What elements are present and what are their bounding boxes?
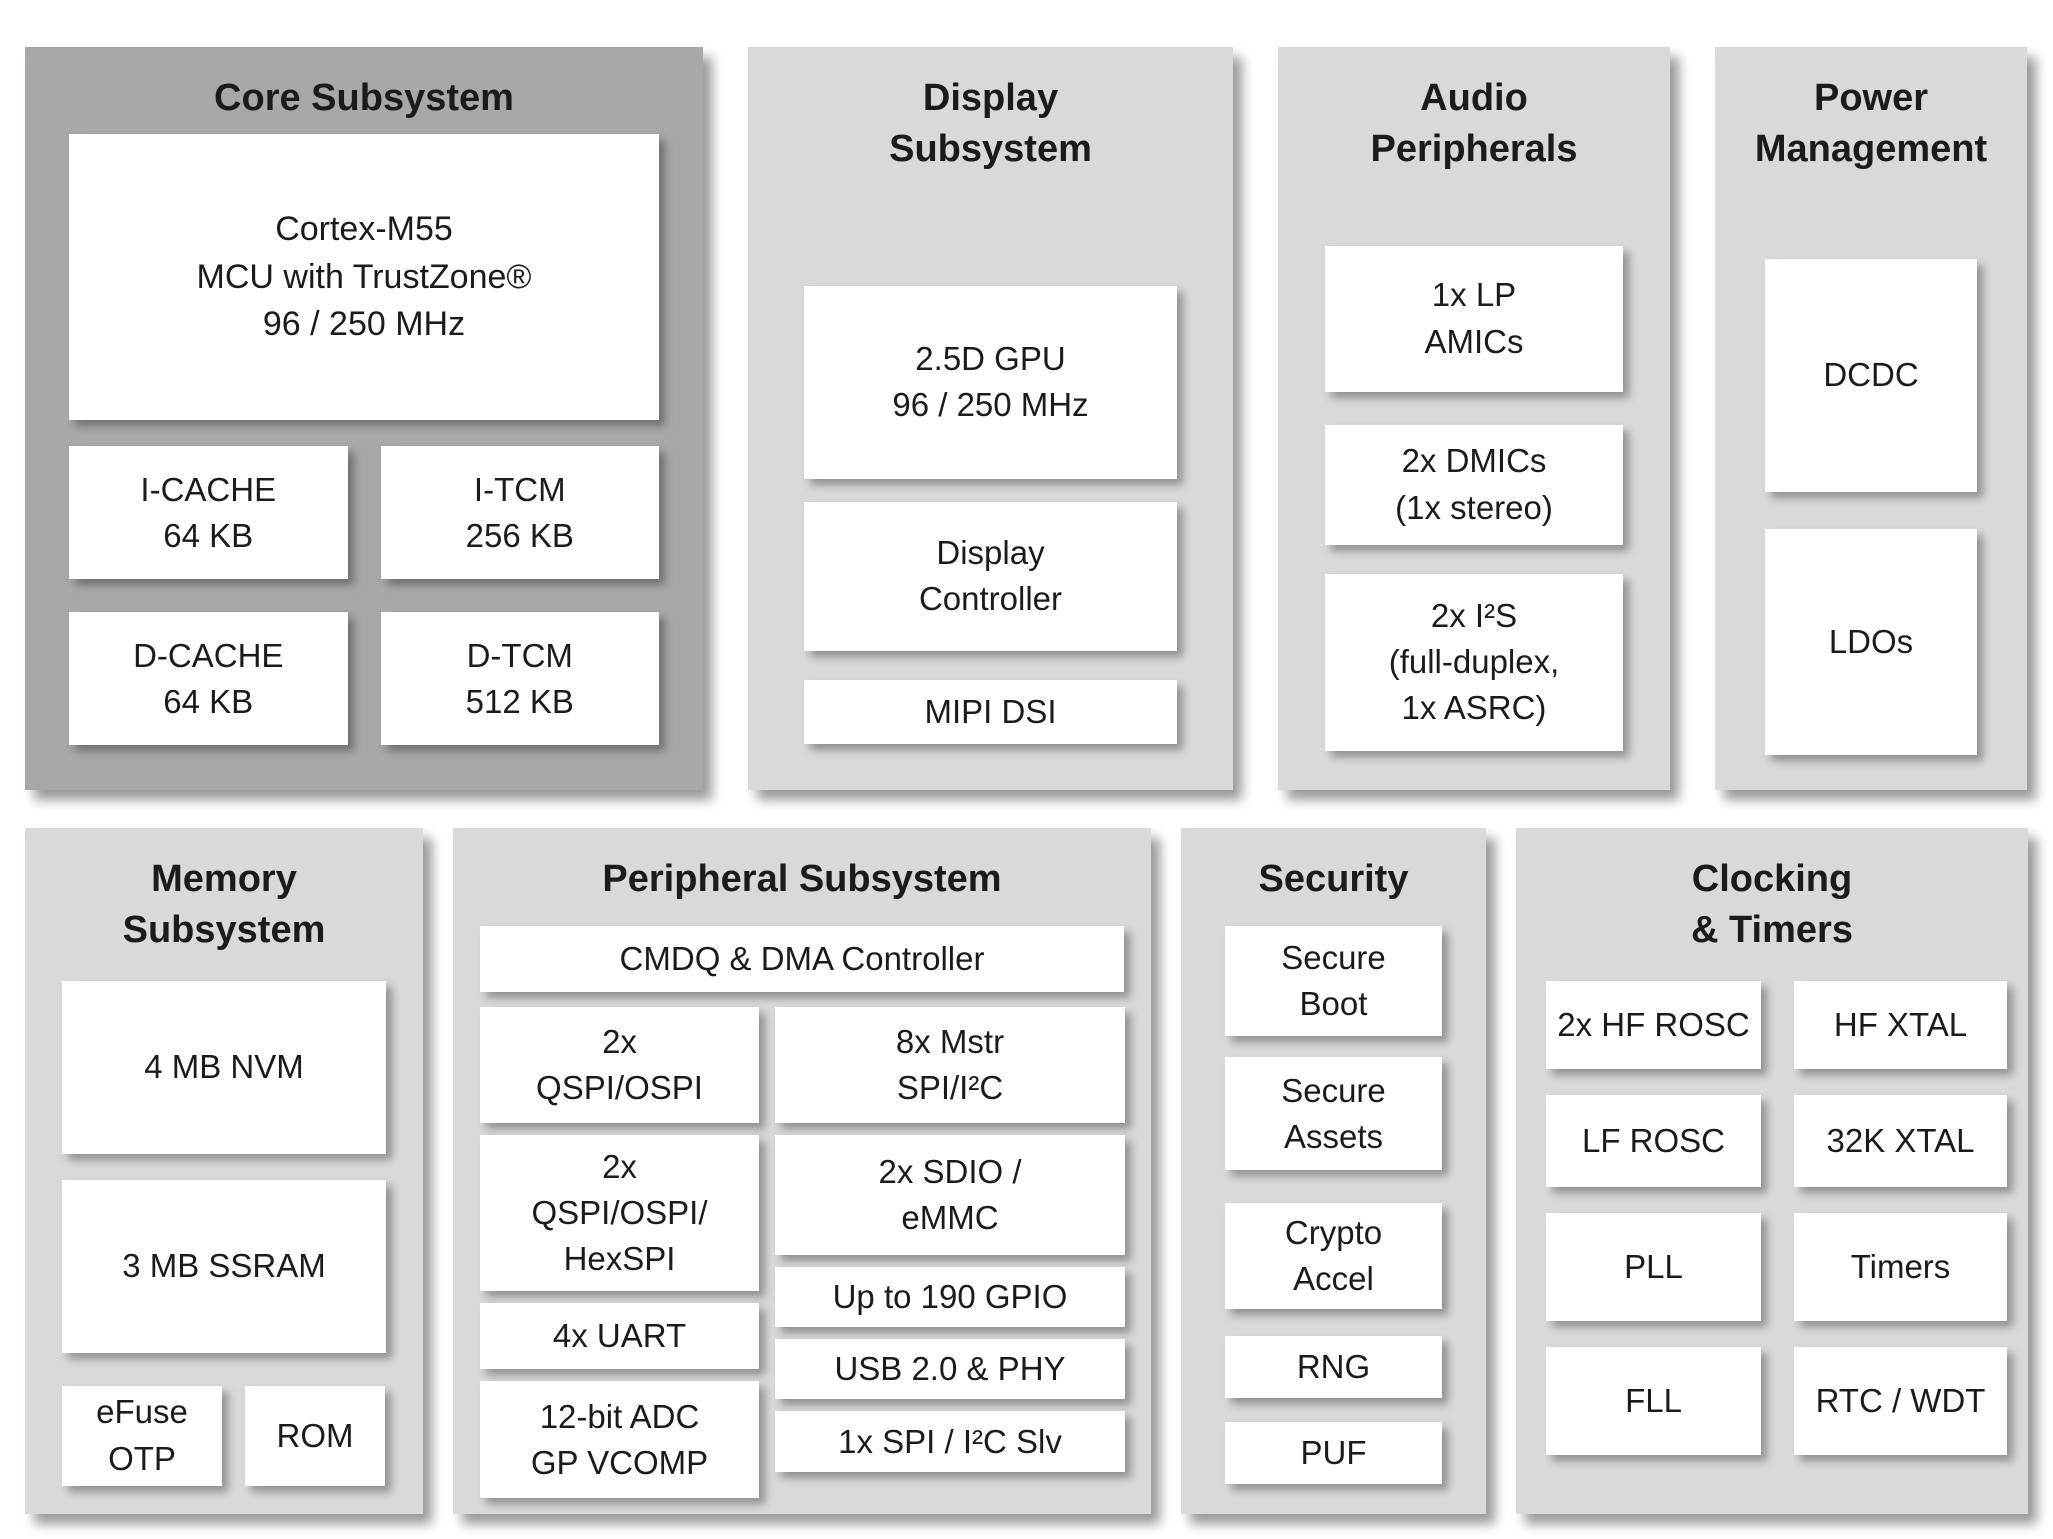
block-uart: 4x UART <box>480 1303 759 1370</box>
security-title: Security <box>1258 858 1409 900</box>
block-lf-rosc: LF ROSC <box>1546 1094 1761 1187</box>
power-management-title: Power Management <box>1754 77 1988 171</box>
block-qspi-ospi: 2x QSPI/OSPI <box>480 1007 759 1124</box>
memory-bottom-grid: eFuse OTP ROM <box>62 1385 386 1486</box>
security-body: Secure Boot Secure Assets Crypto Accel R… <box>1181 905 1486 1485</box>
panel-peripheral-subsystem: Peripheral Subsystem CMDQ & DMA Controll… <box>453 828 1151 1514</box>
power-management-body: DCDC LDOs <box>1715 176 2027 755</box>
block-32k-xtal: 32K XTAL <box>1794 1094 2007 1187</box>
memory-subsystem-title: Memory Subsystem <box>122 858 326 952</box>
block-i2s: 2x I²S (full-duplex, 1x ASRC) <box>1325 573 1623 751</box>
block-fll: FLL <box>1546 1346 1761 1455</box>
panel-audio-peripherals: Audio Peripherals 1x LP AMICs 2x DMICs (… <box>1278 47 1670 790</box>
block-pll: PLL <box>1546 1212 1761 1321</box>
block-dcdc: DCDC <box>1765 258 1977 492</box>
peripheral-subsystem-title: Peripheral Subsystem <box>602 858 1002 900</box>
clocking-timers-body: 2x HF ROSC HF XTAL LF ROSC 32K XTAL PLL … <box>1516 957 2028 1455</box>
peripheral-right-column: 8x Mstr SPI/I²C 2x SDIO / eMMC Up to 190… <box>775 1007 1125 1498</box>
block-rtc-wdt: RTC / WDT <box>1794 1346 2007 1455</box>
block-adc-gp-vcomp: 12-bit ADC GP VCOMP <box>480 1381 759 1499</box>
block-dmics: 2x DMICs (1x stereo) <box>1325 424 1623 545</box>
peripheral-columns: 2x QSPI/OSPI 2x QSPI/OSPI/ HexSPI 4x UAR… <box>480 1007 1125 1499</box>
block-efuse-otp: eFuse OTP <box>62 1385 222 1486</box>
block-icache: I-CACHE 64 KB <box>69 446 348 580</box>
panel-memory-subsystem: Memory Subsystem 4 MB NVM 3 MB SSRAM eFu… <box>25 828 423 1514</box>
block-nvm: 4 MB NVM <box>62 980 386 1154</box>
panel-display-subsystem: Display Subsystem 2.5D GPU 96 / 250 MHz … <box>748 47 1233 790</box>
block-mipi-dsi: MIPI DSI <box>804 679 1177 744</box>
block-ldos: LDOs <box>1765 528 1977 755</box>
block-secure-boot: Secure Boot <box>1225 926 1442 1037</box>
block-spi-i2c-slave: 1x SPI / I²C Slv <box>775 1411 1125 1473</box>
block-dcache: D-CACHE 64 KB <box>69 612 348 746</box>
peripheral-subsystem-body: CMDQ & DMA Controller 2x QSPI/OSPI 2x QS… <box>453 905 1151 1499</box>
block-display-controller: Display Controller <box>804 501 1177 651</box>
block-puf: PUF <box>1225 1422 1442 1485</box>
block-mstr-spi-i2c: 8x Mstr SPI/I²C <box>775 1007 1125 1124</box>
block-hf-rosc: 2x HF ROSC <box>1546 980 1761 1069</box>
display-subsystem-title: Display Subsystem <box>889 77 1092 171</box>
bottom-row: Memory Subsystem 4 MB NVM 3 MB SSRAM eFu… <box>25 828 2028 1514</box>
panel-security: Security Secure Boot Secure Assets Crypt… <box>1181 828 1486 1514</box>
block-timers: Timers <box>1794 1212 2007 1321</box>
top-row: Core Subsystem Cortex-M55 MCU with Trust… <box>25 47 2027 790</box>
core-subsystem-title: Core Subsystem <box>214 77 514 119</box>
core-cache-grid: I-CACHE 64 KB I-TCM 256 KB D-CACHE 64 KB… <box>69 446 659 746</box>
block-rng: RNG <box>1225 1336 1442 1399</box>
block-secure-assets: Secure Assets <box>1225 1057 1442 1171</box>
display-subsystem-body: 2.5D GPU 96 / 250 MHz Display Controller… <box>748 176 1233 744</box>
peripheral-left-column: 2x QSPI/OSPI 2x QSPI/OSPI/ HexSPI 4x UAR… <box>480 1007 759 1499</box>
panel-power-management: Power Management DCDC LDOs <box>1715 47 2027 790</box>
clocking-timers-title: Clocking & Timers <box>1691 858 1853 952</box>
block-gpu: 2.5D GPU 96 / 250 MHz <box>804 285 1177 479</box>
block-crypto-accel: Crypto Accel <box>1225 1203 1442 1310</box>
panel-core-subsystem: Core Subsystem Cortex-M55 MCU with Trust… <box>25 47 703 790</box>
clocking-grid: 2x HF ROSC HF XTAL LF ROSC 32K XTAL PLL … <box>1546 980 2008 1455</box>
audio-peripherals-title: Audio Peripherals <box>1370 77 1578 171</box>
block-sdio-emmc: 2x SDIO / eMMC <box>775 1135 1125 1256</box>
block-rom: ROM <box>245 1385 385 1486</box>
panel-clocking-timers: Clocking & Timers 2x HF ROSC HF XTAL LF … <box>1516 828 2028 1514</box>
block-usb-phy: USB 2.0 & PHY <box>775 1339 1125 1400</box>
block-itcm: I-TCM 256 KB <box>380 446 659 580</box>
block-hf-xtal: HF XTAL <box>1794 980 2007 1069</box>
block-gpio: Up to 190 GPIO <box>775 1267 1125 1328</box>
block-lp-amics: 1x LP AMICs <box>1325 245 1623 392</box>
block-cmdq-dma-controller: CMDQ & DMA Controller <box>480 926 1124 993</box>
audio-peripherals-body: 1x LP AMICs 2x DMICs (1x stereo) 2x I²S … <box>1278 176 1670 751</box>
block-qspi-ospi-hexspi: 2x QSPI/OSPI/ HexSPI <box>480 1135 759 1292</box>
memory-subsystem-body: 4 MB NVM 3 MB SSRAM eFuse OTP ROM <box>25 957 423 1486</box>
block-dtcm: D-TCM 512 KB <box>380 612 659 746</box>
block-ssram: 3 MB SSRAM <box>62 1179 386 1353</box>
core-subsystem-body: Cortex-M55 MCU with TrustZone® 96 / 250 … <box>25 124 703 746</box>
block-cortex-m55-mcu: Cortex-M55 MCU with TrustZone® 96 / 250 … <box>69 134 659 421</box>
